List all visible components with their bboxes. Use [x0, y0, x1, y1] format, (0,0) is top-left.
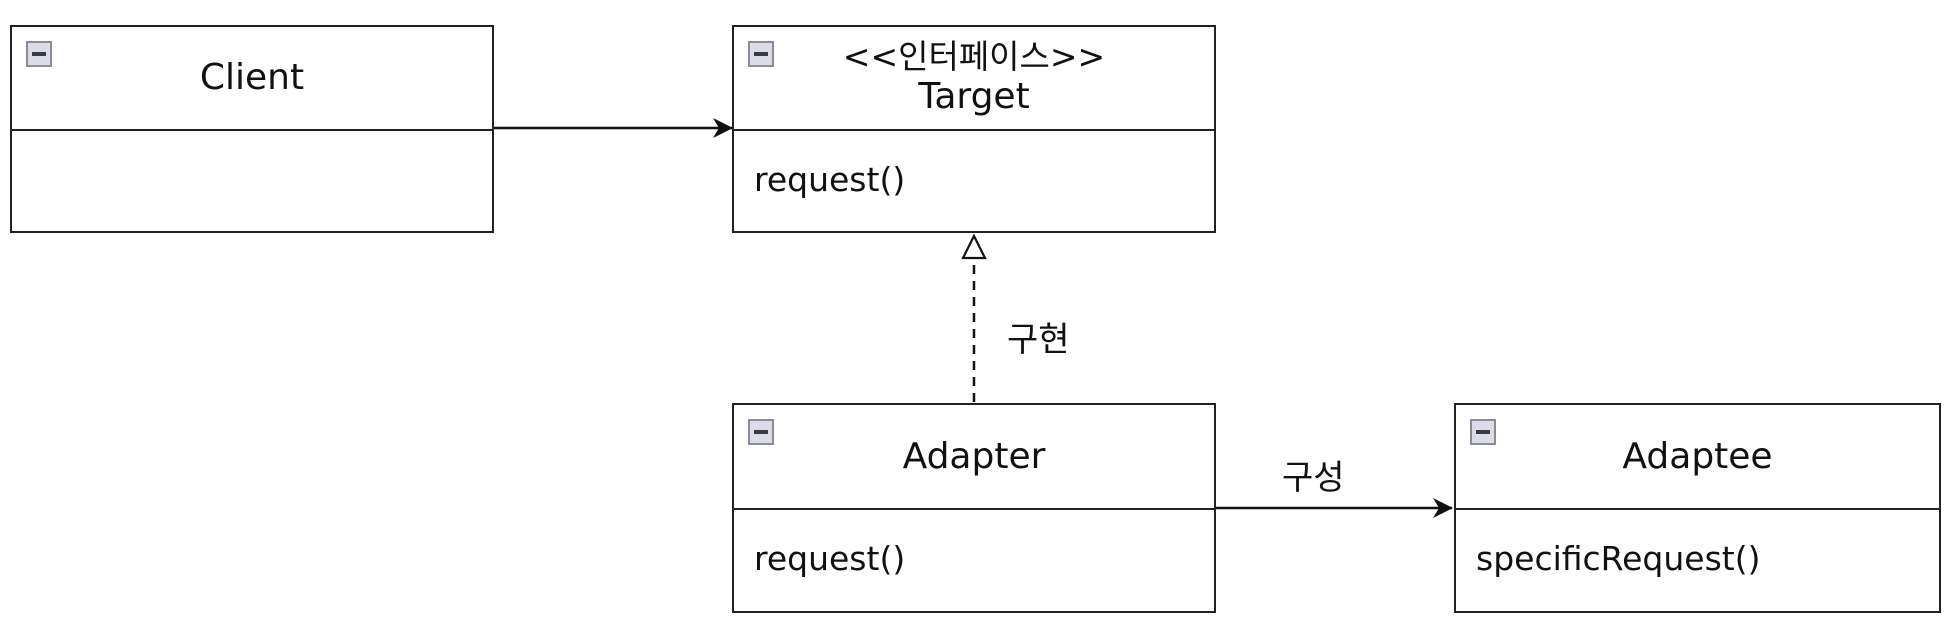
class-header: Adaptee — [1456, 405, 1939, 510]
class-client[interactable]: Client — [10, 25, 494, 233]
method-list: request() — [754, 539, 906, 578]
collapse-toggle-icon[interactable] — [26, 41, 52, 67]
composition-label: 구성 — [1282, 458, 1345, 498]
method-list: specificRequest() — [1476, 539, 1761, 578]
class-adaptee[interactable]: Adaptee specificRequest() — [1454, 403, 1941, 613]
realization-arrowhead — [961, 233, 987, 260]
class-name: Client — [199, 57, 305, 99]
stereotype-label: <<인터페이스>> — [842, 37, 1106, 77]
class-adapter[interactable]: Adapter request() — [732, 403, 1216, 613]
class-methods: specificRequest() — [1456, 506, 1939, 611]
class-header: Adapter — [734, 405, 1214, 510]
class-methods — [12, 127, 492, 231]
class-header: <<인터페이스>> Target — [734, 27, 1214, 131]
collapse-toggle-icon[interactable] — [1470, 419, 1496, 445]
class-name: Adapter — [902, 435, 1046, 477]
collapse-toggle-icon[interactable] — [748, 419, 774, 445]
class-name: Target — [918, 76, 1030, 118]
class-methods: request() — [734, 506, 1214, 611]
class-methods: request() — [734, 127, 1214, 231]
class-target[interactable]: <<인터페이스>> Target request() — [732, 25, 1216, 233]
method-list: request() — [754, 159, 906, 199]
implements-label: 구현 — [1007, 320, 1070, 360]
class-name: Adaptee — [1622, 435, 1773, 477]
class-header: Client — [12, 27, 492, 131]
collapse-toggle-icon[interactable] — [748, 41, 774, 67]
